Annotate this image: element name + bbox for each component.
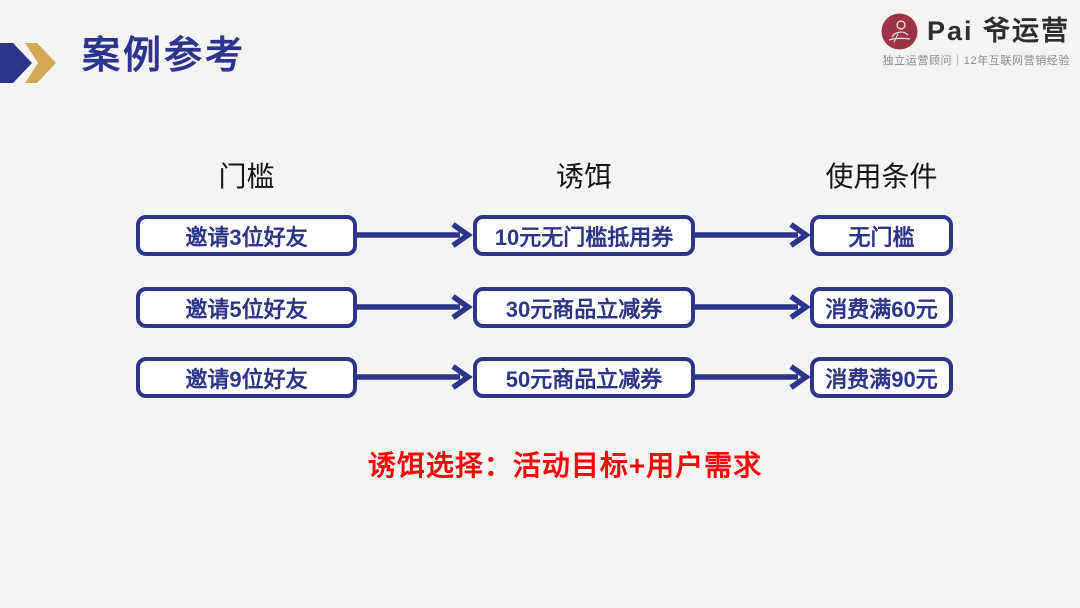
threshold-box-row1: 邀请3位好友 (136, 215, 357, 256)
condition-box-row2: 消费满60元 (810, 287, 953, 328)
page-title: 案例参考 (82, 35, 247, 77)
brand-logo: Pai 爷运营 独立运营顾问｜12年互联网营销经验 (881, 12, 1070, 68)
condition-box-row1: 无门槛 (810, 215, 953, 256)
column-header-bait: 诱饵 (555, 161, 612, 192)
bait-box-row1: 10元无门槛抵用券 (473, 215, 695, 256)
arrow-right-icon (694, 294, 811, 320)
brand-logo-row: Pai 爷运营 (881, 12, 1070, 50)
bait-selection-note: 诱饵选择：活动目标+用户需求 (367, 450, 763, 481)
condition-box-row3: 消费满90元 (810, 357, 953, 398)
threshold-box-row3: 邀请9位好友 (136, 357, 357, 398)
threshold-box-row2: 邀请5位好友 (136, 287, 357, 328)
column-header-condition: 使用条件 (825, 161, 938, 192)
bait-box-row2: 30元商品立减券 (473, 287, 695, 328)
bait-box-row3: 50元商品立减券 (473, 357, 695, 398)
arrow-right-icon (356, 294, 473, 320)
brand-tagline: 独立运营顾问｜12年互联网营销经验 (882, 55, 1070, 67)
arrow-right-icon (694, 222, 811, 248)
red-seal-figure-icon (881, 13, 918, 49)
column-header-threshold: 门槛 (218, 161, 275, 192)
arrow-right-icon (356, 222, 473, 248)
arrow-right-icon (356, 364, 473, 390)
brand-name: Pai 爷运营 (926, 16, 1070, 46)
arrow-right-icon (694, 364, 811, 390)
double-chevron-icon (0, 43, 56, 83)
